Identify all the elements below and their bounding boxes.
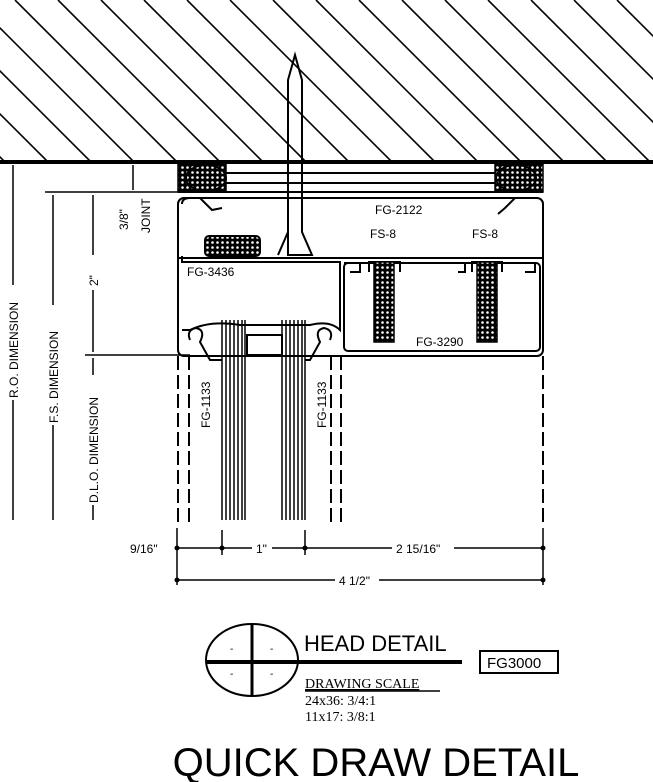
- fastener-screws: [368, 261, 503, 343]
- label-fg-1133-right: FG-1133: [315, 381, 329, 428]
- detail-bubble: - - - -: [205, 623, 462, 697]
- detail-name: HEAD DETAIL: [304, 631, 447, 656]
- spacer: [246, 334, 283, 356]
- dim-joint-label: JOINT: [139, 198, 153, 233]
- hatch-line: [315, 0, 479, 162]
- bubble-mark: -: [230, 644, 233, 655]
- dim-joint-value: 3/8": [117, 209, 131, 230]
- hatch-line: [143, 0, 307, 162]
- product-code: FG3000: [487, 655, 541, 672]
- main-title: QUICK DRAW DETAIL: [173, 741, 580, 782]
- label-fs-8-left: FS-8: [370, 227, 396, 241]
- label-fg-1133-left: FG-1133: [199, 381, 213, 428]
- hatch-line: [14, 0, 178, 162]
- dim-dlo: D.L.O. DIMENSION: [87, 397, 101, 503]
- bubble-mark: -: [230, 669, 233, 680]
- hatch-line: [573, 0, 653, 81]
- hatch-line: [57, 0, 221, 162]
- anchor: [277, 51, 314, 256]
- label-fg-3436: FG-3436: [187, 265, 235, 279]
- glass-units: [221, 320, 306, 520]
- scale-11x17: 11x17: 3/8:1: [305, 710, 376, 725]
- hatch-line: [100, 0, 264, 162]
- hatch-line: [401, 0, 565, 162]
- bubble-mark: -: [270, 669, 273, 680]
- substrate-hatch: [0, 0, 653, 162]
- label-fg-3290: FG-3290: [416, 335, 464, 349]
- scale-24x36: 24x36: 3/4:1: [305, 694, 376, 709]
- dim-glass-width: 1": [256, 542, 267, 556]
- vertical-dimensions: [0, 161, 190, 520]
- hatch-line: [530, 0, 653, 124]
- dim-fs: F.S. DIMENSION: [47, 331, 61, 423]
- hatch-line: [229, 0, 393, 162]
- dim-left-offset: 9/16": [130, 542, 158, 556]
- frame-jamb-lines: [177, 356, 544, 522]
- label-fg-2122: FG-2122: [375, 203, 423, 217]
- hatch-line: [0, 26, 135, 162]
- bubble-mark: -: [270, 644, 273, 655]
- hatch-line: [0, 69, 92, 162]
- head-frame: [177, 197, 544, 357]
- dim-right-offset: 2 15/16": [396, 542, 440, 556]
- dimension-ticks: [174, 545, 546, 583]
- hatch-line: [186, 0, 350, 162]
- hatch-line: [444, 0, 608, 162]
- hatch-line: [358, 0, 522, 162]
- hatch-line: [616, 0, 653, 38]
- drawing-scale-heading: DRAWING SCALE: [305, 677, 419, 692]
- hatch-line: [0, 155, 6, 162]
- glazing-gaskets: [187, 326, 333, 361]
- hatch-line: [0, 112, 49, 162]
- hatch-line: [272, 0, 436, 162]
- dim-head-height: 2": [87, 275, 101, 286]
- sealant-joint: [177, 163, 544, 193]
- hatch-line: [487, 0, 651, 162]
- label-fs-8-right: FS-8: [472, 227, 498, 241]
- setting-block: [204, 235, 261, 257]
- dim-overall: 4 1/2": [339, 574, 370, 588]
- dim-ro: R.O. DIMENSION: [7, 302, 21, 398]
